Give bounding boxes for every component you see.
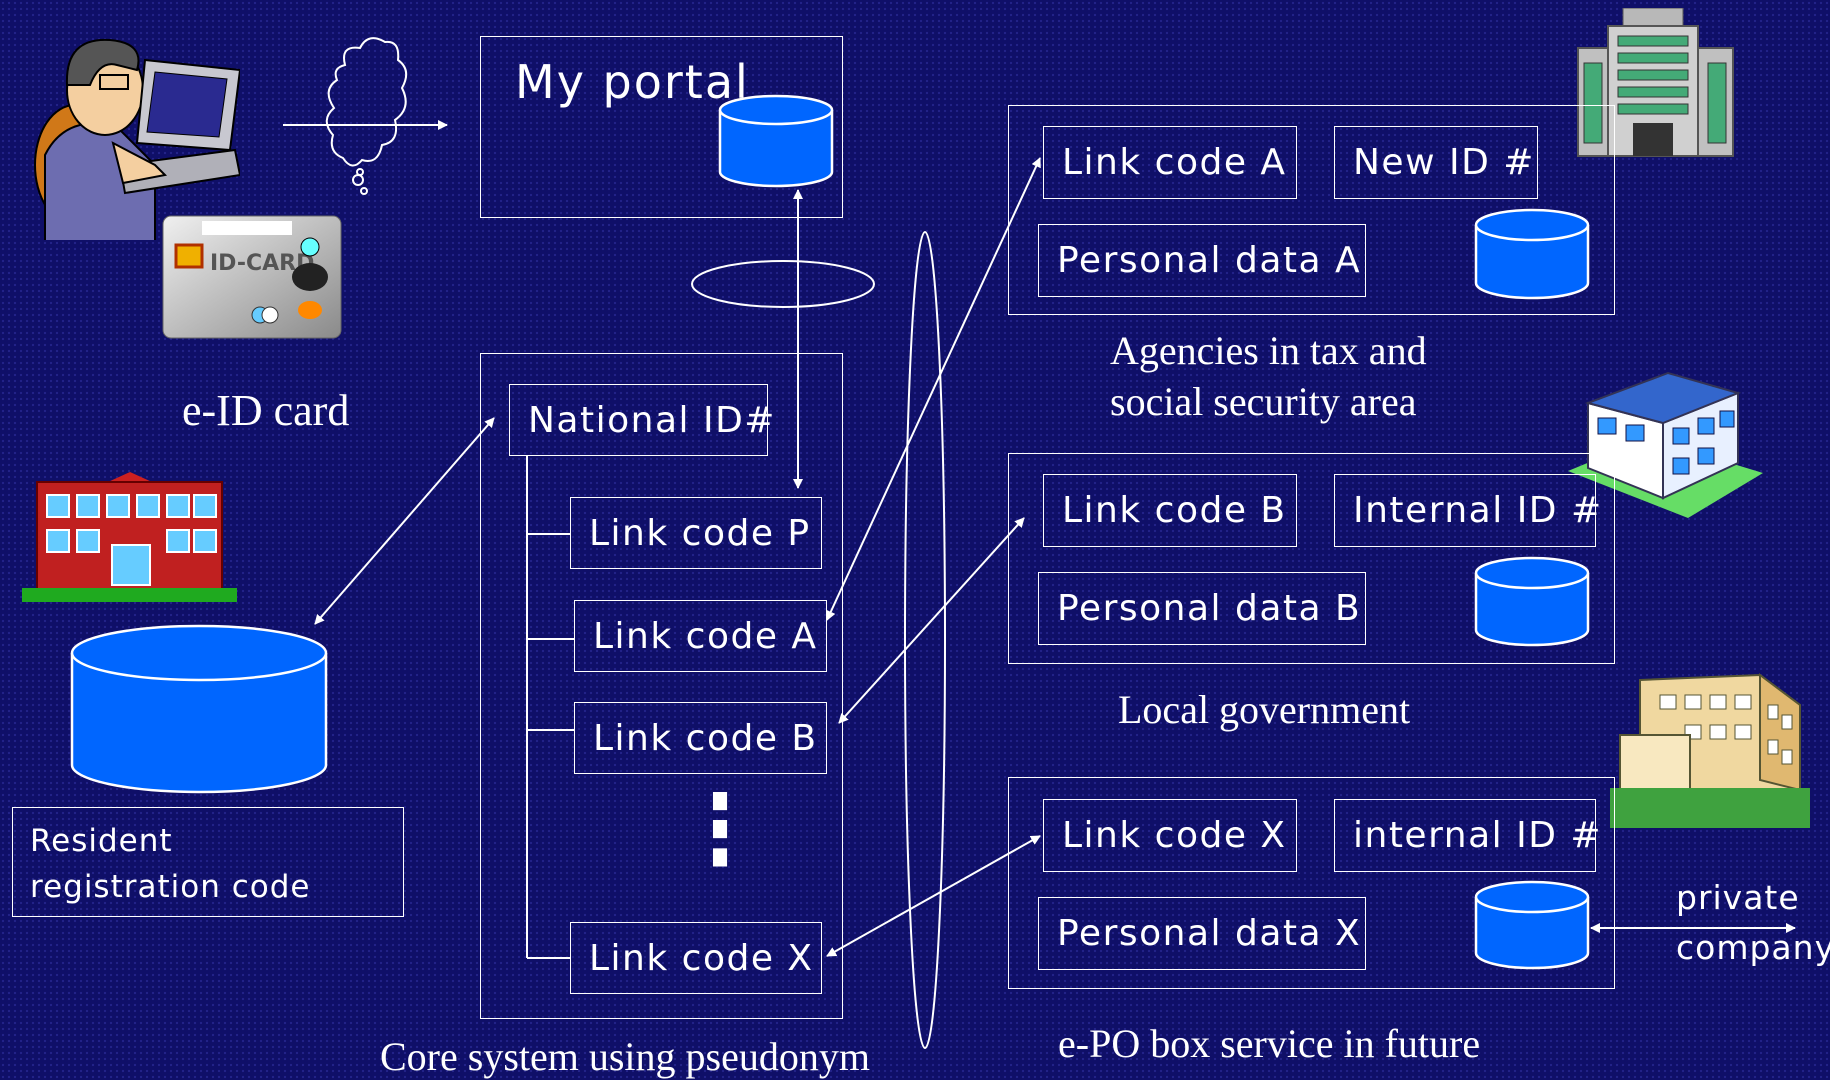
local-gov-building-icon xyxy=(1568,371,1763,518)
resident-code-label: Resident registration code xyxy=(30,823,311,905)
core-link-code-p: Link code P xyxy=(570,497,822,569)
agencies-caption-line1: Agencies in tax and xyxy=(1110,328,1427,373)
network-boundary-ring-icon xyxy=(904,231,946,1049)
agencies-personal-data: Personal data A xyxy=(1038,224,1366,297)
user-at-laptop-icon xyxy=(34,38,240,240)
municipal-building-icon xyxy=(22,472,237,602)
local-personal-data: Personal data B xyxy=(1038,572,1366,645)
national-id-label: National ID# xyxy=(509,384,774,456)
resident-database-icon xyxy=(70,624,328,794)
protection-ring-icon xyxy=(691,260,875,308)
private-company-label-line1: private xyxy=(1676,878,1800,917)
agencies-caption-line2: social security area xyxy=(1110,379,1417,424)
resident-to-national-id-arrow xyxy=(314,417,495,625)
local-gov-caption: Local government xyxy=(1118,687,1411,732)
core-caption: Core system using pseudonym xyxy=(380,1034,870,1079)
local-link-code: Link code B xyxy=(1043,474,1297,547)
local-internal-id: Internal ID # xyxy=(1334,474,1601,547)
epo-caption: e-PO box service in future xyxy=(1058,1021,1481,1066)
epo-internal-id: internal ID # xyxy=(1334,799,1601,872)
epo-personal-data: Personal data X xyxy=(1038,897,1366,970)
internet-cloud-icon xyxy=(325,37,408,195)
my-portal-title: My portal xyxy=(515,55,750,109)
core-link-code-b: Link code B xyxy=(574,702,827,774)
link-b-to-local-arrow xyxy=(838,517,1025,724)
epo-link-code: Link code X xyxy=(1043,799,1297,872)
agencies-new-id: New ID # xyxy=(1334,126,1538,199)
eid-card-caption: e-ID card xyxy=(182,386,350,435)
agencies-link-code: Link code A xyxy=(1043,126,1297,199)
core-link-code-x: Link code X xyxy=(570,922,822,994)
office-tower-icon xyxy=(1577,8,1734,157)
company-building-icon xyxy=(1610,673,1810,828)
my-portal-box xyxy=(480,36,843,218)
core-link-code-a: Link code A xyxy=(574,600,827,672)
resident-code-box xyxy=(12,807,404,917)
core-ellipsis: ⋮ xyxy=(680,773,760,886)
eid-card-icon: ID-CARD xyxy=(162,215,342,339)
private-company-label-line2: company xyxy=(1676,928,1830,967)
